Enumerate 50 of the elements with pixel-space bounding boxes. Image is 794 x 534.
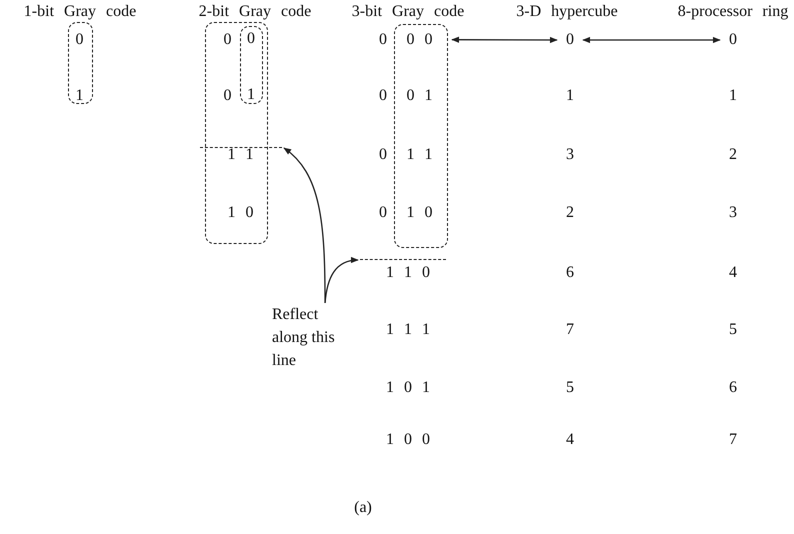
table-value: 2 [729, 147, 737, 163]
table-value: 2 [566, 205, 574, 221]
table-value: 1 0 0 [386, 432, 430, 448]
leader-arrow [324, 257, 359, 304]
table-value: 5 [729, 322, 737, 338]
table-value: 7 [729, 432, 737, 448]
bit-value: 0 0 [406, 32, 432, 48]
table-value: 1 1 0 [386, 265, 430, 281]
bit-value: 1 1 [406, 146, 432, 162]
reflection-line [360, 259, 446, 260]
reflection-line [200, 147, 282, 148]
dashed-group-outline [394, 24, 448, 248]
bit-value: 1 0 [228, 204, 254, 220]
table-value: 1 0 1 [386, 380, 430, 396]
bit-value: 1 1 [228, 146, 254, 162]
annotation-text: Reflect along this line [272, 303, 350, 378]
table-value: 1 [729, 88, 737, 104]
table-value: 4 [566, 432, 574, 448]
double-arrow [582, 36, 721, 44]
dashed-group-outline [240, 26, 262, 104]
column-heading: 3-D hypercube [516, 4, 618, 20]
table-value: 4 [729, 265, 737, 281]
double-arrow [451, 36, 558, 44]
table-value: 1 [566, 88, 574, 104]
node-value: 0 [724, 30, 742, 50]
figure-caption: (a) [354, 500, 372, 516]
dashed-group-outline [205, 22, 268, 244]
bit-value: 0 [247, 31, 255, 47]
column-heading: 8-processor ring [678, 4, 788, 20]
bit-value: 1 0 [406, 204, 432, 220]
bit-value: 0 [76, 32, 84, 48]
node-value: 0 [561, 30, 579, 50]
table-value: 6 [729, 380, 737, 396]
table-value: 0 [379, 205, 387, 221]
bit-value: 0 [224, 88, 232, 104]
dashed-group-outline [68, 22, 93, 104]
table-value: 6 [566, 265, 574, 281]
column-heading: 1-bit Gray code [24, 4, 136, 20]
table-value: 0 [379, 32, 387, 48]
table-value: 1 1 1 [386, 322, 430, 338]
table-value: 7 [566, 322, 574, 338]
table-value: 3 [729, 205, 737, 221]
table-value: 5 [566, 380, 574, 396]
table-value: 0 [379, 88, 387, 104]
bit-value: 0 1 [406, 88, 432, 104]
table-value: 0 [379, 147, 387, 163]
bit-value: 1 [76, 88, 84, 104]
bit-value: 0 [224, 32, 232, 48]
bit-value: 1 [247, 87, 255, 103]
table-value: 3 [566, 147, 574, 163]
